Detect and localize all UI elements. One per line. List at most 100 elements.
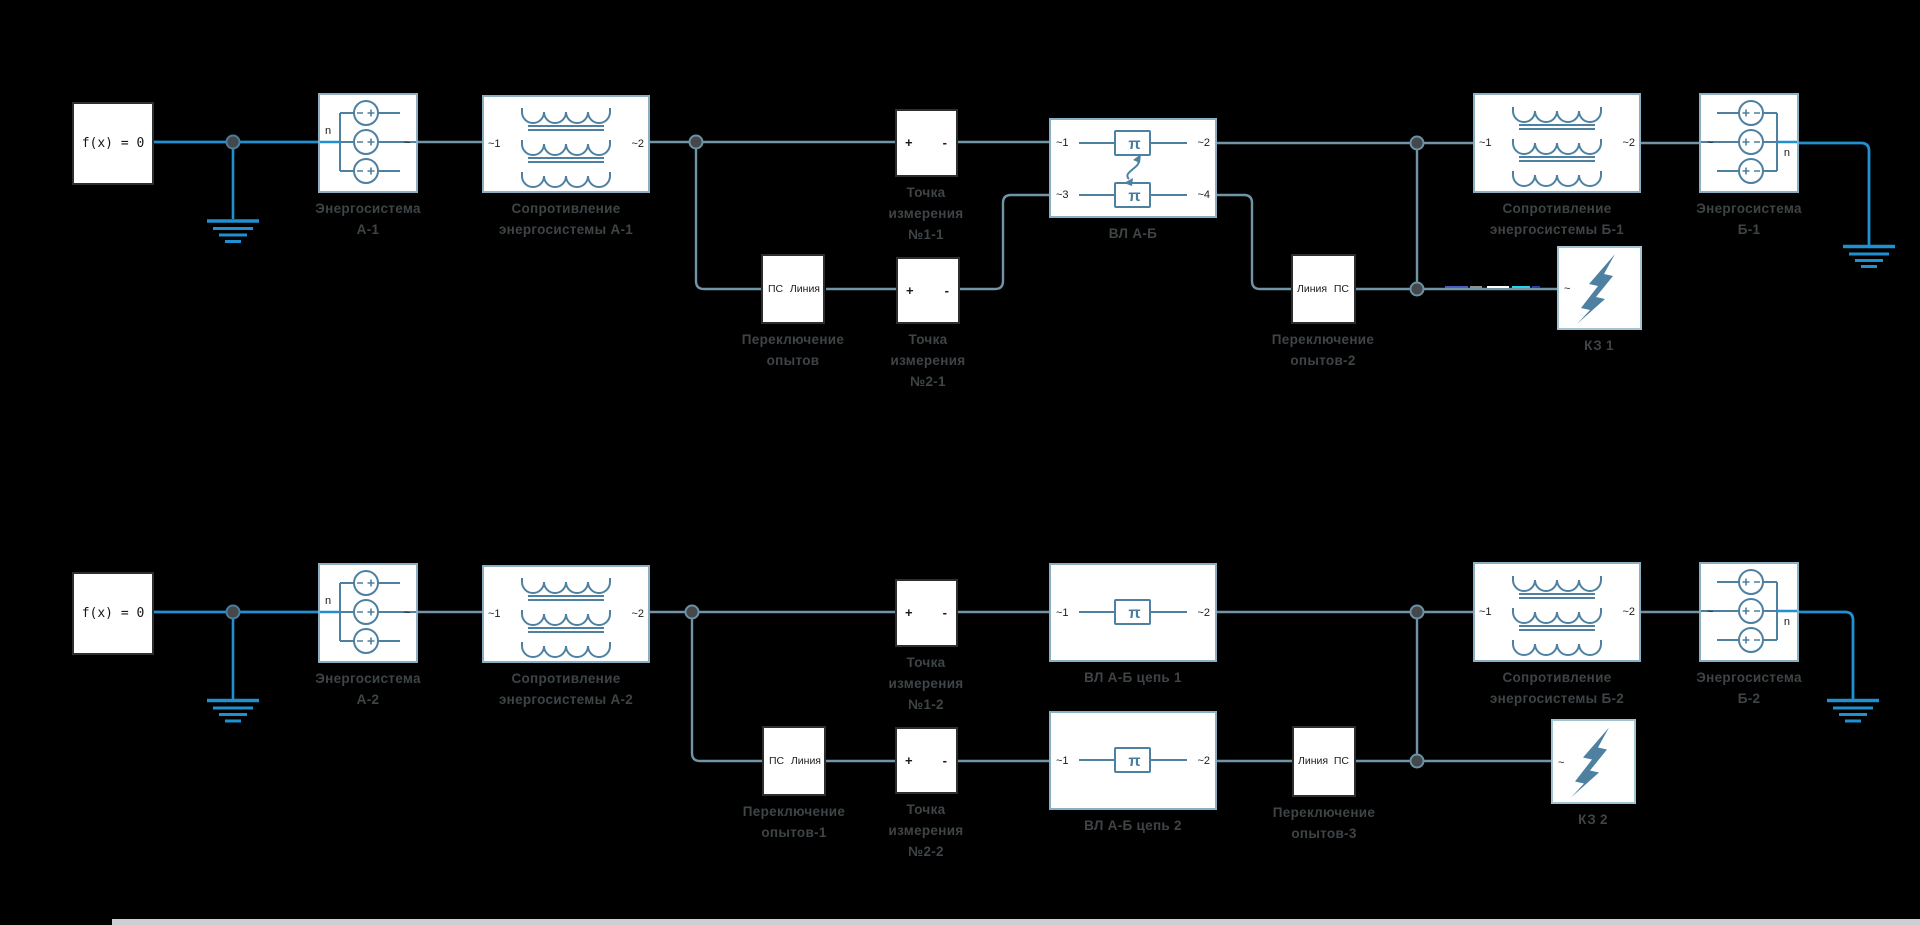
horizontal-scrollbar[interactable]: [112, 919, 1920, 925]
wire-branch-to-switch1[interactable]: [690, 612, 762, 763]
port-line: Линия: [1298, 755, 1329, 767]
ground-icon[interactable]: [207, 612, 259, 723]
junction-dot[interactable]: [1409, 135, 1425, 151]
port-ac: ~: [1707, 137, 1714, 149]
block-impedance-a1[interactable]: ~1 ~2: [482, 95, 650, 193]
ground-icon[interactable]: [207, 142, 259, 243]
port-n: n: [325, 595, 332, 607]
block-impedance-a2[interactable]: ~1 ~2: [482, 565, 650, 663]
wire-line-ab-to-switch2[interactable]: [1217, 193, 1291, 291]
ground-icon[interactable]: [1827, 698, 1879, 723]
block-caption: ВЛ А-Б цепь 2: [1084, 818, 1182, 833]
block-line-ab[interactable]: π π ~1 ~3 ~2 ~4: [1049, 118, 1217, 218]
block-energosystem-a2[interactable]: n ~: [318, 563, 418, 663]
block-solver-1[interactable]: f(x) = 0: [72, 102, 154, 185]
port-plus: +: [905, 753, 913, 768]
block-energosystem-b1[interactable]: ~ n: [1699, 93, 1799, 193]
port-ac2: ~2: [1622, 606, 1635, 618]
port-ac: ~: [403, 137, 410, 149]
junction-dot[interactable]: [225, 134, 241, 150]
inductor-icon: [1512, 576, 1602, 656]
pi-line-icon: [1079, 130, 1187, 208]
port-ps: ПС: [769, 755, 785, 767]
port-line: Линия: [790, 755, 821, 767]
port-ac2: ~2: [1622, 137, 1635, 149]
port-line: Линия: [1297, 283, 1328, 295]
port-ac1: ~1: [488, 138, 501, 150]
block-measure-point-1-2[interactable]: + -: [895, 579, 958, 647]
block-switch-experiments[interactable]: ПС Линия: [761, 254, 825, 324]
three-phase-source-icon: [320, 570, 416, 654]
port-n: n: [325, 125, 332, 137]
port-ac4: ~4: [1197, 189, 1210, 201]
three-phase-source-icon: [320, 100, 416, 184]
ground-icon[interactable]: [1843, 244, 1895, 268]
solver-equation: f(x) = 0: [81, 136, 145, 151]
block-impedance-b2[interactable]: ~1 ~2: [1473, 562, 1641, 662]
wire-branch-to-switch0[interactable]: [694, 142, 761, 291]
port-ac1: ~1: [488, 608, 501, 620]
port-ac: ~: [403, 607, 410, 619]
junction-dot[interactable]: [225, 604, 241, 620]
port-line: Линия: [789, 283, 820, 295]
junction-dot[interactable]: [1409, 604, 1425, 620]
pi-symbol: π: [1128, 605, 1141, 622]
junction-dot[interactable]: [1409, 753, 1425, 769]
port-ac1: ~1: [1056, 755, 1069, 767]
block-switch-experiments-2[interactable]: Линия ПС: [1291, 254, 1356, 324]
block-switch-experiments-1[interactable]: ПС Линия: [762, 726, 826, 796]
block-line-ab-circuit-2[interactable]: π ~1 ~2: [1049, 711, 1217, 810]
solver-equation: f(x) = 0: [81, 606, 145, 621]
block-switch-experiments-3[interactable]: Линия ПС: [1292, 726, 1356, 797]
port-plus: +: [905, 605, 913, 620]
block-short-circuit-2[interactable]: ~: [1551, 719, 1636, 804]
pi-line-icon: [1079, 747, 1187, 773]
block-measure-point-1-1[interactable]: + -: [895, 109, 958, 177]
three-phase-source-icon: [1701, 100, 1797, 184]
block-energosystem-a1[interactable]: n ~: [318, 93, 418, 193]
block-measure-point-2-2[interactable]: + -: [895, 727, 958, 794]
block-impedance-b1[interactable]: ~1 ~2: [1473, 93, 1641, 193]
block-caption: ВЛ А-Б цепь 1: [1084, 670, 1182, 685]
pi-symbol: π: [1128, 136, 1141, 153]
block-caption: КЗ 2: [1578, 812, 1608, 827]
junction-dot[interactable]: [688, 134, 704, 150]
mutual-coupling-arrow-icon: [1126, 158, 1140, 180]
pi-symbol: π: [1128, 753, 1141, 770]
wire-source-b1-to-ground[interactable]: [1799, 141, 1871, 245]
inductor-icon: [1512, 107, 1602, 187]
wire-source-b2-to-ground[interactable]: [1799, 610, 1855, 699]
port-ac: ~: [1558, 757, 1565, 769]
block-energosystem-b2[interactable]: ~ n: [1699, 562, 1799, 662]
port-ac2: ~2: [1197, 607, 1210, 619]
port-minus: -: [942, 135, 947, 150]
port-ac1: ~1: [1479, 137, 1492, 149]
port-n: n: [1783, 147, 1790, 159]
block-measure-point-2-1[interactable]: + -: [896, 257, 960, 324]
port-ps: ПС: [768, 283, 784, 295]
port-plus: +: [906, 283, 914, 298]
block-solver-2[interactable]: f(x) = 0: [72, 572, 154, 655]
port-ac2: ~2: [631, 138, 644, 150]
wire-mp21-to-line-ab[interactable]: [960, 193, 1049, 291]
junction-dot[interactable]: [684, 604, 700, 620]
port-ps: ПС: [1333, 283, 1349, 295]
junction-dot[interactable]: [1409, 281, 1425, 297]
block-line-ab-circuit-1[interactable]: π ~1 ~2: [1049, 563, 1217, 662]
port-minus: -: [942, 605, 947, 620]
port-ac2: ~2: [1197, 137, 1210, 149]
block-short-circuit-1[interactable]: ~: [1557, 246, 1642, 330]
port-ac3: ~3: [1056, 189, 1069, 201]
